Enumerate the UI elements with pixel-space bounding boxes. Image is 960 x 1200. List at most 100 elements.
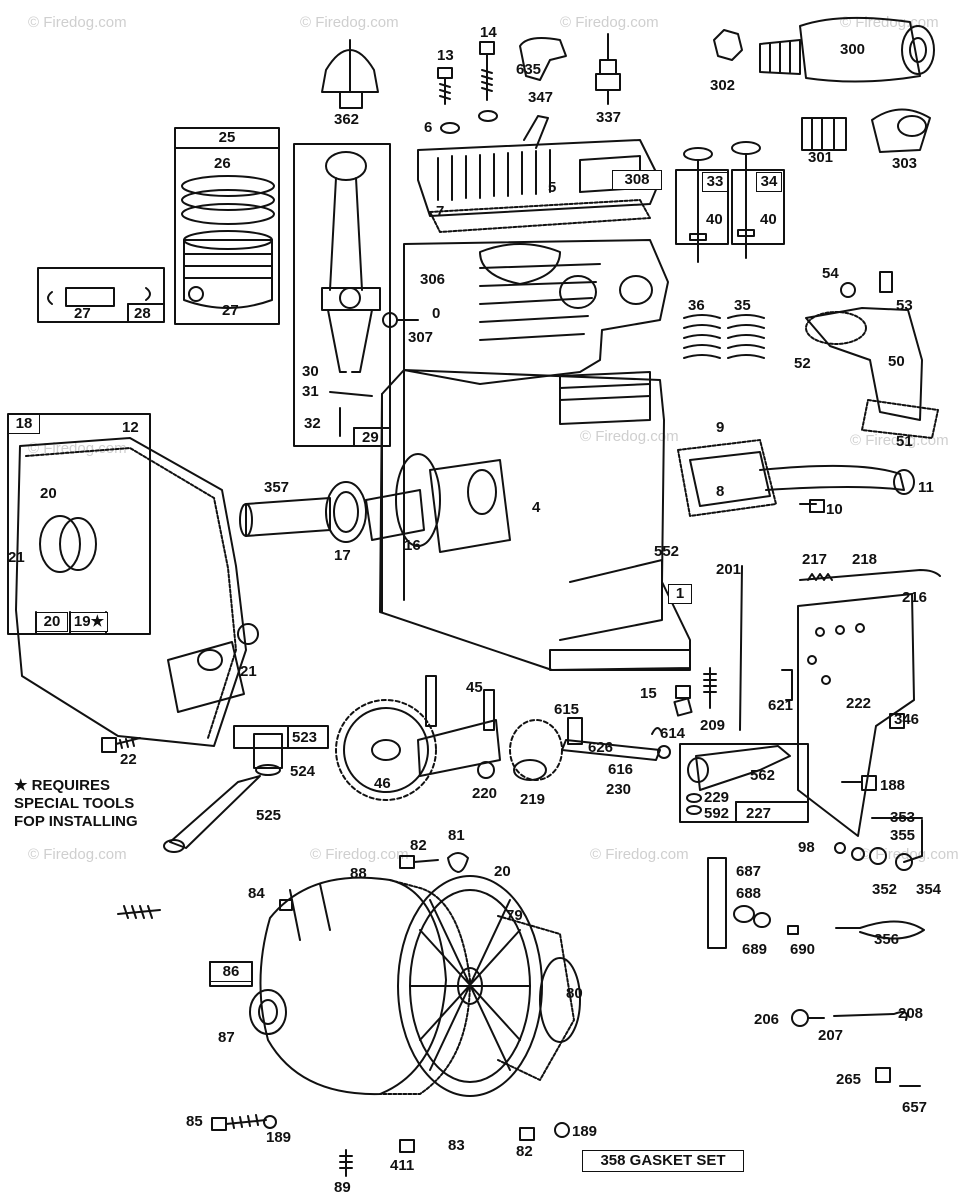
spark-plug: [595, 33, 621, 105]
callout-89: 89: [334, 1179, 351, 1196]
callout-27: 27: [222, 302, 239, 319]
muffler-nut: [713, 29, 743, 61]
callout-32: 32: [304, 415, 321, 432]
callout-411: 411: [390, 1157, 415, 1174]
callout-303: 303: [892, 155, 918, 172]
callout-219: 219: [520, 791, 546, 808]
callout-218: 218: [852, 551, 878, 568]
muffler-nipple: [801, 117, 847, 151]
callout-82: 82: [516, 1143, 533, 1160]
callout-216: 216: [902, 589, 928, 606]
callout-347: 347: [528, 89, 554, 106]
callout-626: 626: [588, 739, 614, 756]
callout-6: 6: [424, 119, 433, 136]
callout-5: 5: [548, 179, 557, 196]
callout-621: 621: [768, 697, 794, 714]
governor-lever-box: [679, 743, 809, 823]
watermark: © Firedog.com: [590, 846, 689, 863]
callout-188: 188: [880, 777, 906, 794]
callout-34-box: 34: [756, 172, 782, 192]
watermark: © Firedog.com: [28, 14, 127, 31]
callout-17: 17: [334, 547, 351, 564]
callout-217: 217: [802, 551, 828, 568]
callout-22: 22: [120, 751, 137, 768]
gasket-set-label: 358 GASKET SET: [582, 1150, 744, 1172]
callout-265: 265: [836, 1071, 862, 1088]
callout-209: 209: [700, 717, 726, 734]
callout-230: 230: [606, 781, 632, 798]
callout-308-box: 308: [612, 170, 662, 190]
callout-33-box: 33: [702, 172, 728, 192]
callout-98: 98: [798, 839, 815, 856]
dipstick-tube-group: [163, 725, 329, 853]
callout-201: 201: [716, 561, 742, 578]
callout-562: 562: [750, 767, 776, 784]
callout-220: 220: [472, 785, 498, 802]
callout-83: 83: [448, 1137, 465, 1154]
callout-14: 14: [480, 24, 497, 41]
callout-35: 35: [734, 297, 751, 314]
callout-40: 40: [760, 211, 777, 228]
callout-7: 7: [436, 203, 445, 220]
callout-356: 356: [874, 931, 900, 948]
callout-88: 88: [350, 865, 367, 882]
callout-614: 614: [660, 725, 686, 742]
head-gasket: [429, 199, 651, 233]
callout-616: 616: [608, 761, 634, 778]
callout-28: 28: [134, 305, 151, 322]
callout-30: 30: [302, 363, 319, 380]
callout-523: 523: [292, 729, 318, 746]
callout-50: 50: [888, 353, 905, 370]
callout-8: 8: [716, 483, 725, 500]
callout-54: 54: [822, 265, 839, 282]
governor-bracket: [739, 565, 941, 837]
callout-352: 352: [872, 881, 898, 898]
callout-51: 51: [896, 433, 913, 450]
callout-40: 40: [706, 211, 723, 228]
watermark: © Firedog.com: [28, 846, 127, 863]
callout-36: 36: [688, 297, 705, 314]
elbow: [871, 108, 931, 153]
crankshaft: [239, 453, 511, 553]
callout-53: 53: [896, 297, 913, 314]
callout-300: 300: [840, 41, 866, 58]
callout-208: 208: [898, 1005, 924, 1022]
callout-525: 525: [256, 807, 282, 824]
note-line-3: FOP INSTALLING: [14, 813, 138, 830]
callout-84: 84: [248, 885, 265, 902]
callout-357: 357: [264, 479, 290, 496]
callout-25-box: 25: [175, 128, 279, 148]
callout-27: 27: [74, 305, 91, 322]
callout-657: 657: [902, 1099, 928, 1116]
note-line-2: SPECIAL TOOLS: [14, 795, 135, 812]
breather-assembly: [677, 439, 915, 517]
callout-21: 21: [8, 549, 25, 566]
callout-355: 355: [890, 827, 916, 844]
spark-plug-boot: [519, 37, 567, 81]
callout-52: 52: [794, 355, 811, 372]
callout-9: 9: [716, 419, 725, 436]
crankcase-cover: [7, 413, 259, 747]
callout-12: 12: [122, 419, 139, 436]
watermark: © Firedog.com: [580, 428, 679, 445]
governor-shaft: [561, 717, 671, 761]
callout-81: 81: [448, 827, 465, 844]
fuel-cap-part: [321, 39, 379, 109]
callout-354: 354: [916, 881, 942, 898]
callout-0: 0: [432, 305, 441, 322]
callout-592: 592: [704, 805, 730, 822]
special-tools-note: ★ REQUIRES SPECIAL TOOLS FOP INSTALLING: [14, 777, 138, 831]
callout-26: 26: [214, 155, 231, 172]
callout-87: 87: [218, 1029, 235, 1046]
piston-assembly-box: [174, 127, 280, 325]
callout-29: 29: [362, 429, 379, 446]
callout-80: 80: [566, 985, 583, 1002]
callout-615: 615: [554, 701, 580, 718]
callout-82: 82: [410, 837, 427, 854]
callout-46: 46: [374, 775, 391, 792]
callout-552: 552: [654, 543, 680, 560]
callout-206: 206: [754, 1011, 780, 1028]
callout-79: 79: [506, 907, 523, 924]
callout-4: 4: [532, 499, 541, 516]
